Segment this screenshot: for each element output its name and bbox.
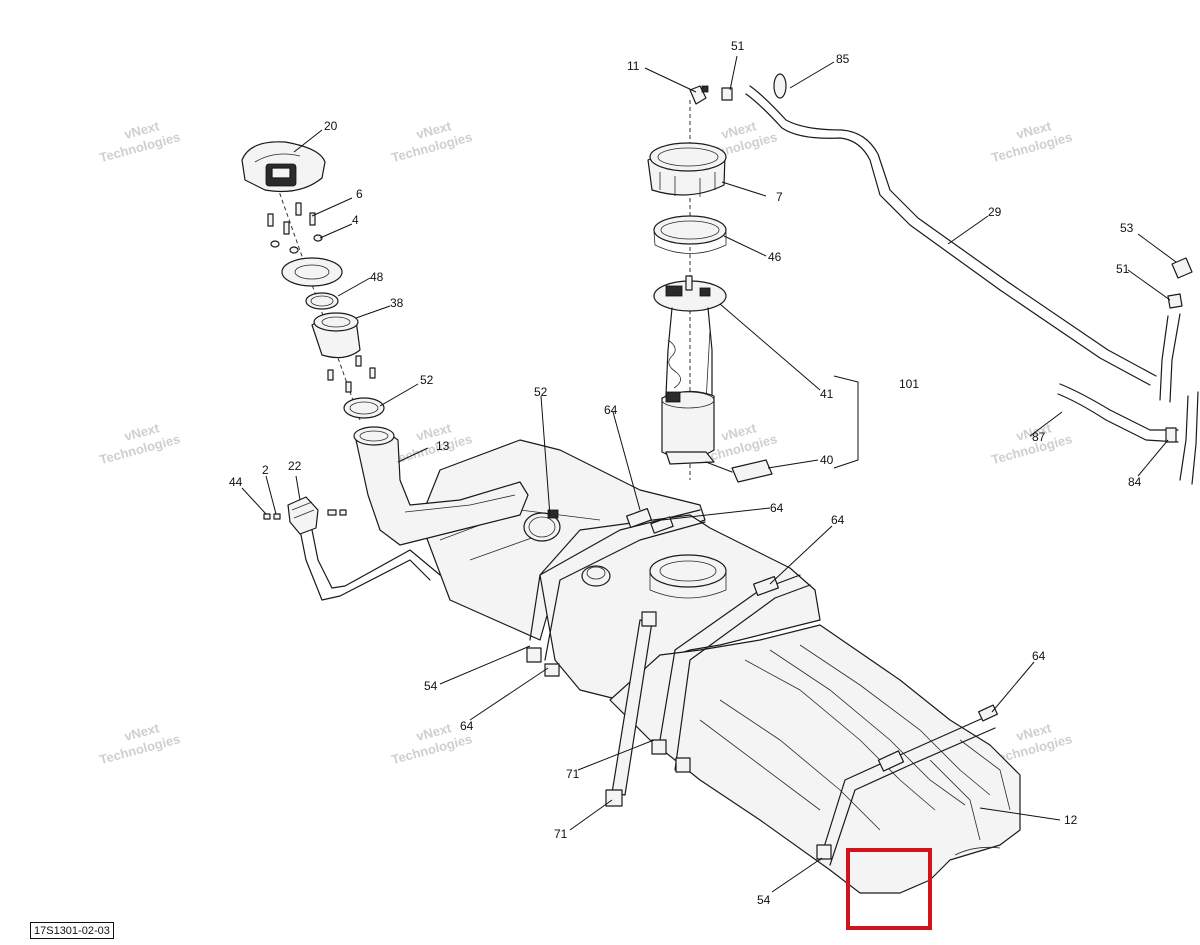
callout-label: 54 — [757, 893, 771, 907]
callout-label: 22 — [288, 459, 302, 473]
bracket-101 — [833, 375, 859, 469]
callout-label: 40 — [820, 453, 834, 467]
callout-label: 7 — [776, 190, 783, 204]
callout-label: 51 — [731, 39, 745, 53]
highlight-box — [846, 848, 932, 930]
leader-lines — [241, 55, 1177, 893]
fuel-pump-assembly — [647, 100, 773, 483]
callout-label: 101 — [899, 377, 919, 391]
callout-label: 46 — [768, 250, 782, 264]
callout-label: 64 — [770, 501, 784, 515]
callout-label: 13 — [436, 439, 450, 453]
callout-label: 29 — [988, 205, 1002, 219]
drawing-code: 17S1301-02-03 — [30, 922, 114, 939]
callout-label: 4 — [352, 213, 359, 227]
callouts: 51 11 85 20 7 6 4 29 46 53 48 51 38 41 1… — [229, 39, 1142, 907]
callout-label: 2 — [262, 463, 269, 477]
callout-label: 41 — [820, 387, 834, 401]
vent-lines — [689, 73, 1199, 485]
callout-label: 64 — [460, 719, 474, 733]
callout-label: 71 — [554, 827, 568, 841]
callout-label: 64 — [831, 513, 845, 527]
tank-strap-71 — [605, 611, 657, 807]
callout-label: 87 — [1032, 430, 1046, 444]
callout-label: 85 — [836, 52, 850, 66]
callout-label: 20 — [324, 119, 338, 133]
callout-label: 11 — [627, 59, 640, 73]
callout-label: 64 — [1032, 649, 1046, 663]
filler-cap-assembly — [241, 141, 385, 421]
callout-label: 38 — [390, 296, 404, 310]
fuel-cap-22 — [263, 496, 347, 535]
callout-label: 71 — [566, 767, 580, 781]
callout-label: 6 — [356, 187, 363, 201]
callout-label: 53 — [1120, 221, 1134, 235]
hose-clamp-52b — [523, 509, 561, 542]
callout-label: 51 — [1116, 262, 1130, 276]
callout-label: 12 — [1064, 813, 1078, 827]
callout-label: 54 — [424, 679, 438, 693]
callout-label: 48 — [370, 270, 384, 284]
callout-label: 64 — [604, 403, 618, 417]
callout-label: 52 — [420, 373, 434, 387]
callout-label: 44 — [229, 475, 243, 489]
callout-label: 52 — [534, 385, 548, 399]
filler-neck — [299, 426, 529, 601]
callout-label: 84 — [1128, 475, 1142, 489]
